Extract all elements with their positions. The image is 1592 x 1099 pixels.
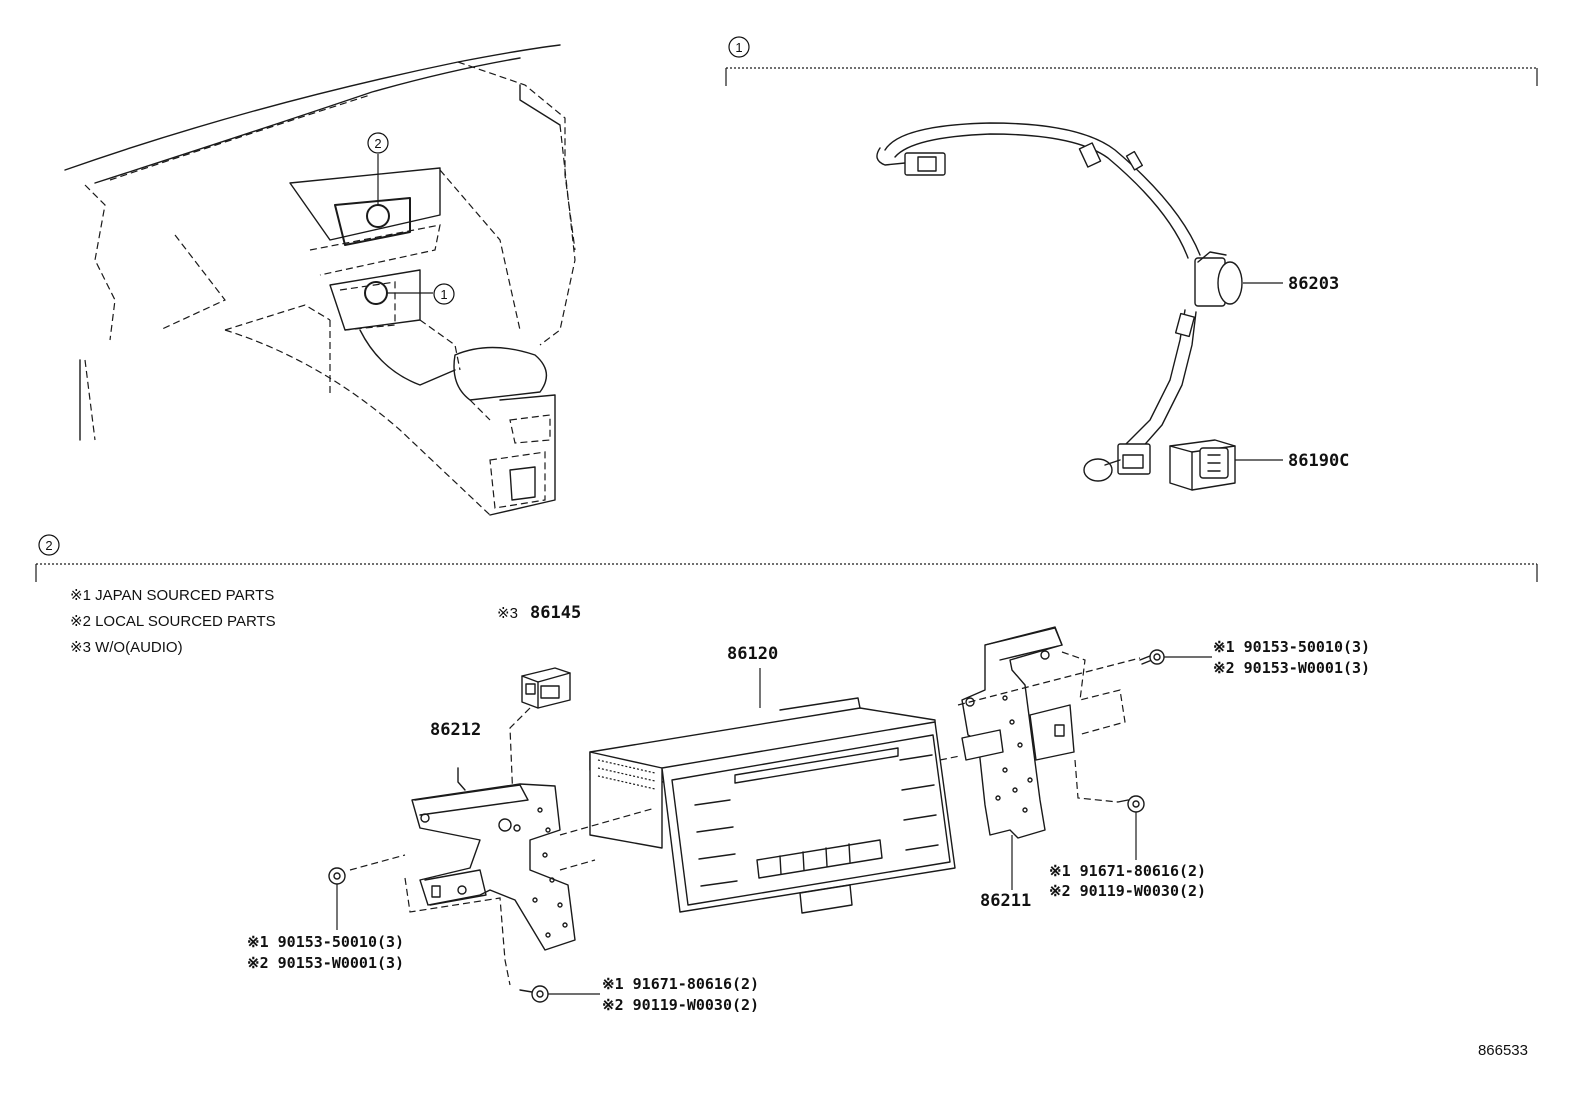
bolt-upper-right — [1139, 649, 1212, 665]
part-86211-label: 86211 — [980, 891, 1031, 911]
text-mid-right-fastener: ※1 91671-80616(2) ※2 90119-W0030(2) — [1049, 862, 1206, 900]
bolt-mid-right — [1117, 795, 1145, 860]
section-2-number: 2 — [45, 538, 52, 553]
fastener-ur-local: ※2 90153-W0001(3) — [1213, 659, 1370, 677]
part-86203-label: 86203 — [1288, 274, 1339, 294]
fastener-mr-local: ※2 90119-W0030(2) — [1049, 882, 1206, 900]
section-2-header: 2 — [35, 534, 1538, 582]
fastener-mr-japan: ※1 91671-80616(2) — [1049, 862, 1206, 880]
callout-2-circle: 2 — [367, 132, 389, 154]
notes-legend: ※1 JAPAN SOURCED PARTS ※2 LOCAL SOURCED … — [70, 587, 276, 656]
callout-2-label: 2 — [374, 136, 381, 151]
relay-note-prefix: ※3 — [497, 605, 518, 622]
drawing-number: 866533 — [1478, 1042, 1528, 1059]
switch-86190c — [1169, 439, 1283, 491]
part-86120-label: 86120 — [727, 644, 778, 664]
note-local-sourced: ※2 LOCAL SOURCED PARTS — [70, 613, 276, 630]
callout-1-label: 1 — [440, 287, 447, 302]
text-lower-left-fastener: ※1 90153-50010(3) ※2 90153-W0001(3) — [247, 933, 404, 972]
receiver-86120 — [589, 668, 956, 914]
fastener-ur-japan: ※1 90153-50010(3) — [1213, 638, 1370, 656]
bolt-lower-mid — [519, 985, 600, 1003]
part-86212-label: 86212 — [430, 720, 481, 740]
fastener-ll-japan: ※1 90153-50010(3) — [247, 933, 404, 951]
fastener-lm-japan: ※1 91671-80616(2) — [602, 975, 759, 993]
part-86190c-label: 86190C — [1288, 451, 1349, 471]
dashboard-overview — [64, 44, 576, 516]
note-without-audio: ※3 W/O(AUDIO) — [70, 639, 183, 656]
text-upper-right-fastener: ※1 90153-50010(3) ※2 90153-W0001(3) — [1213, 638, 1370, 677]
note-japan-sourced: ※1 JAPAN SOURCED PARTS — [70, 587, 274, 604]
text-lower-mid-fastener: ※1 91671-80616(2) ※2 90119-W0030(2) — [602, 975, 759, 1014]
part-86145-label: 86145 — [530, 603, 581, 623]
fastener-lm-local: ※2 90119-W0030(2) — [602, 996, 759, 1014]
bracket-86212 — [404, 767, 656, 986]
section-1-header: 1 — [725, 36, 1538, 86]
bolt-lower-left — [328, 854, 406, 930]
fastener-ll-local: ※2 90153-W0001(3) — [247, 954, 404, 972]
section-1-number: 1 — [735, 40, 742, 55]
bracket-86211 — [939, 626, 1141, 890]
wire-harness — [876, 122, 1283, 482]
callout-1-circle: 1 — [433, 283, 455, 305]
